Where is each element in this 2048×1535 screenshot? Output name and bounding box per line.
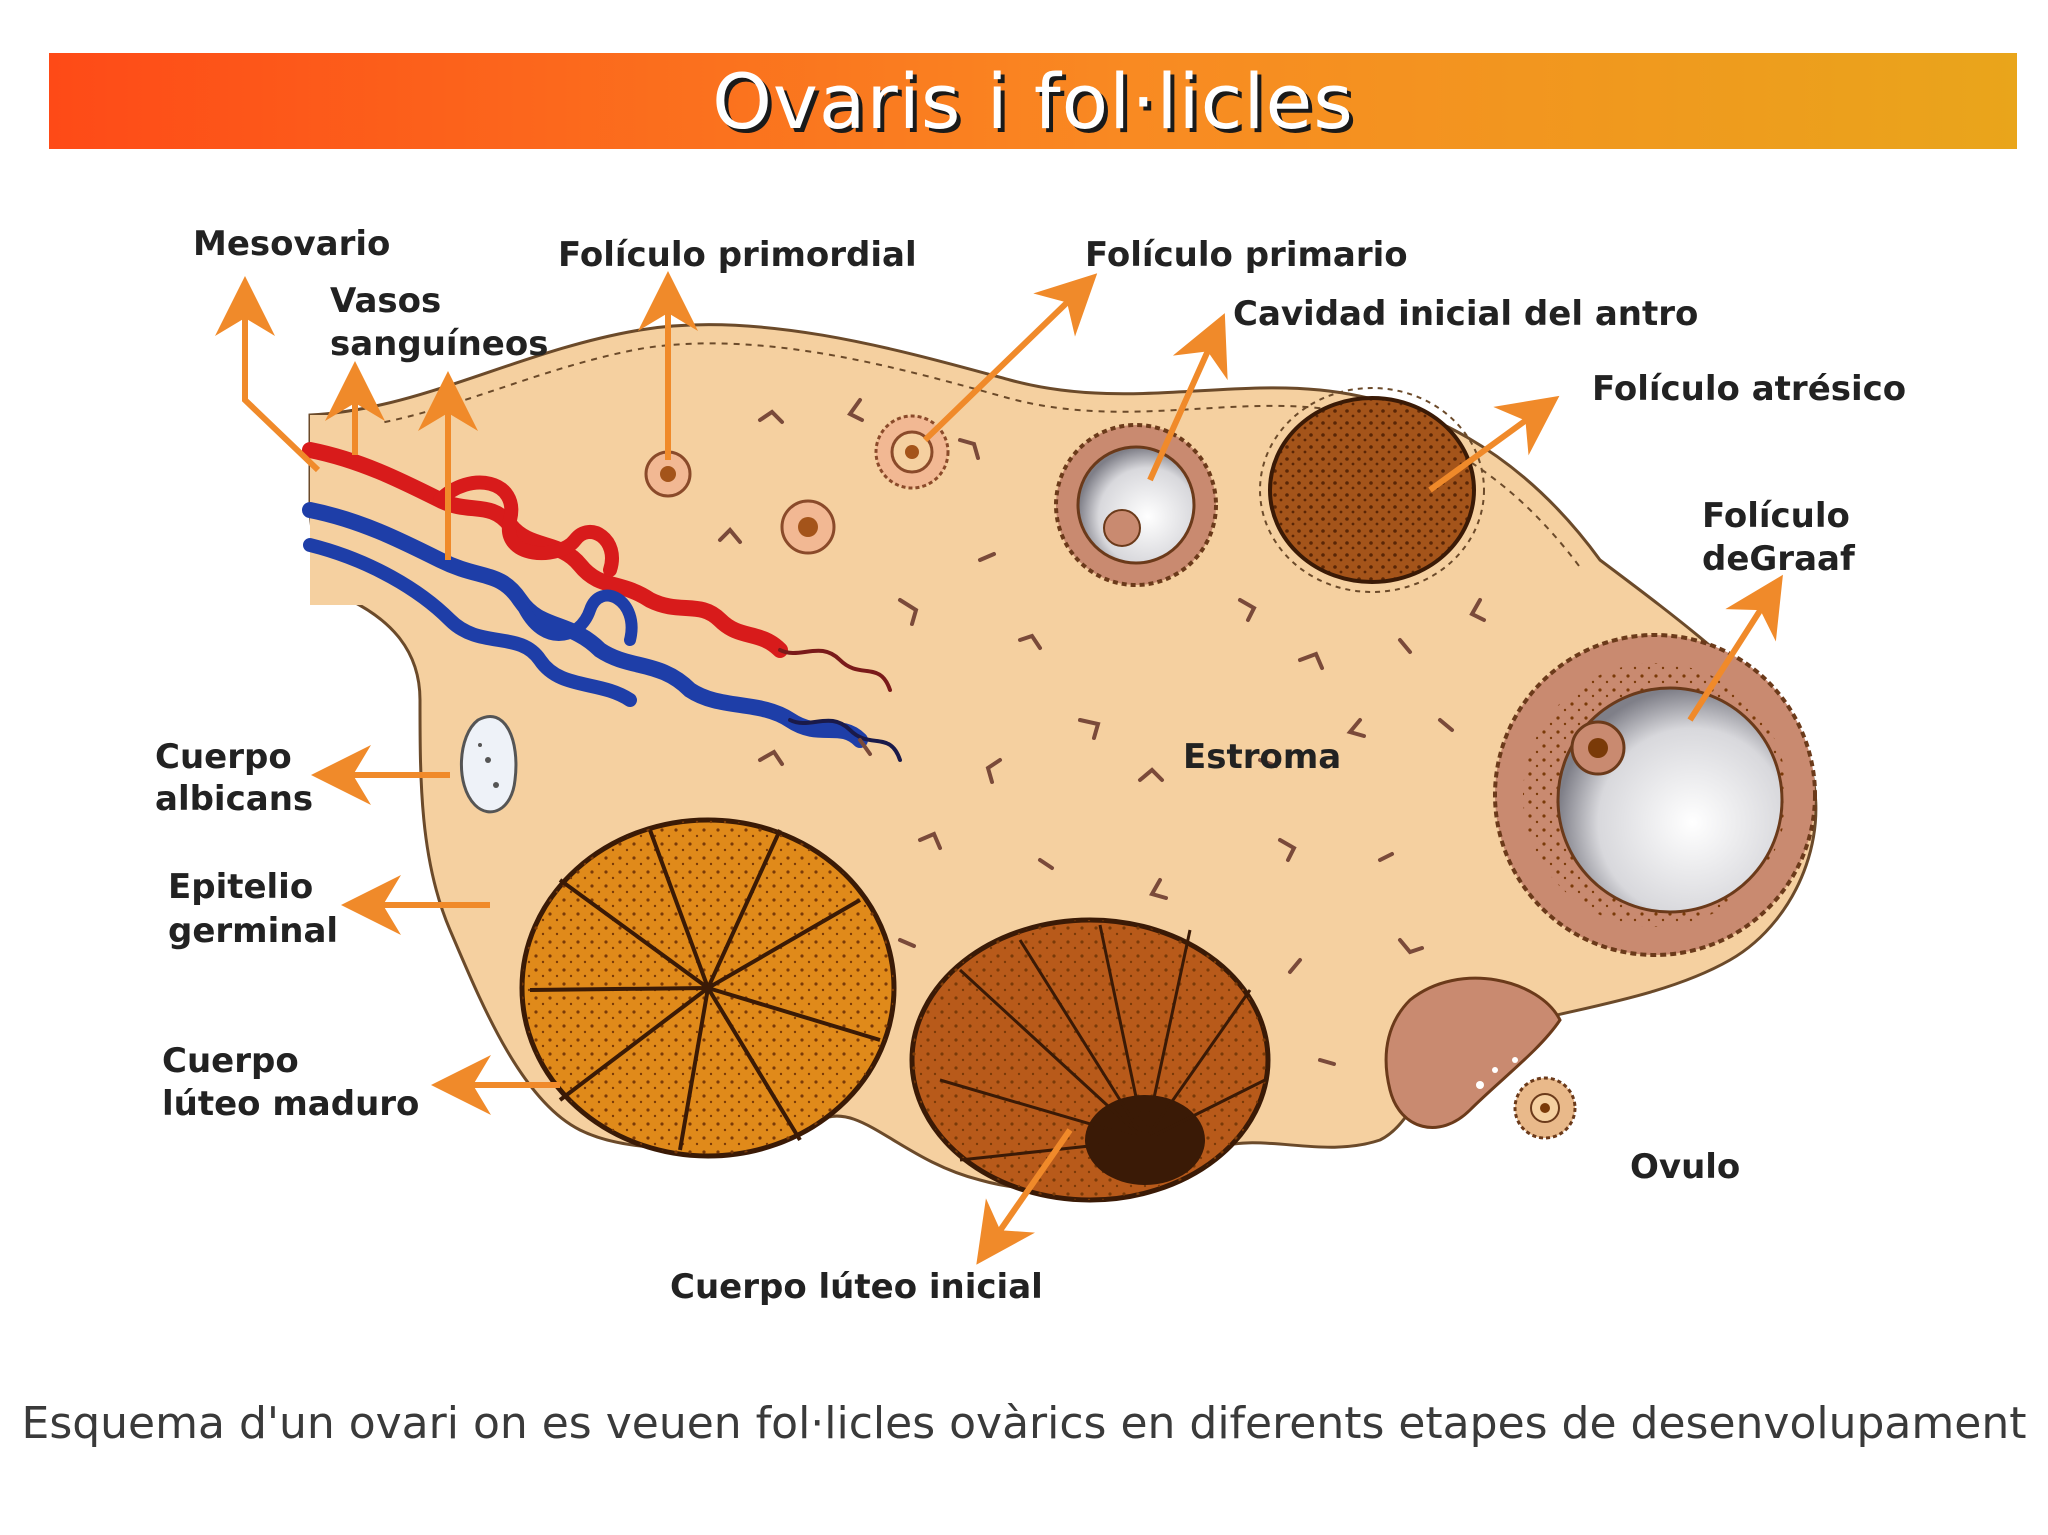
arrow-mesovario: [215, 276, 321, 473]
label-ovulo: Ovulo: [1630, 1147, 1740, 1187]
label-cuerpo-luteo-inicial: Cuerpo lúteo inicial: [670, 1267, 1043, 1307]
blood-vessels: [302, 442, 902, 762]
label-graaf-1: Folículo: [1702, 496, 1850, 536]
label-vasos-1: Vasos: [330, 281, 441, 321]
arrow-luteo-inicial: [976, 1128, 1073, 1265]
label-foliculo-primordial: Folículo primordial: [558, 235, 917, 275]
label-epitelio-2: germinal: [168, 911, 338, 951]
label-cuerpo-albicans-1: Cuerpo: [155, 737, 292, 777]
foliculo-primordial: [644, 450, 692, 498]
cuerpo-albicans: [459, 715, 518, 814]
figure-caption: Esquema d'un ovari on es veuen fol·licle…: [21, 1398, 2027, 1449]
cuerpo-luteo-maduro: [519, 817, 897, 1159]
arrow-antro: [1147, 313, 1228, 482]
label-cavidad-antro: Cavidad inicial del antro: [1233, 294, 1698, 334]
label-vasos-2: sanguíneos: [330, 324, 548, 364]
ovulo: [1513, 1076, 1577, 1140]
label-epitelio-1: Epitelio: [168, 867, 313, 907]
ovulation-rupture: [1384, 976, 1562, 1129]
title-bar: Ovaris i fol·licles: [49, 53, 2017, 149]
label-graaf-2: deGraaf: [1702, 539, 1856, 579]
page-title: Ovaris i fol·licles: [712, 56, 1354, 146]
foliculo-primordial-2: [780, 499, 836, 555]
label-foliculo-primario: Folículo primario: [1085, 235, 1408, 275]
cuerpo-luteo-inicial: [909, 917, 1271, 1203]
label-mesovario: Mesovario: [193, 224, 390, 264]
label-estroma: Estroma: [1183, 737, 1341, 777]
arrow-primario: [922, 273, 1098, 443]
foliculo-atresico: [1259, 387, 1485, 593]
label-foliculo-atresico: Folículo atrésico: [1592, 369, 1906, 409]
cavidad-antro-follicle: [1054, 423, 1218, 587]
arrow-graaf: [1687, 574, 1783, 722]
epitelio-germinal-edge: [324, 342, 1583, 571]
foliculo-de-graaf: [1493, 633, 1817, 957]
label-arrows: [215, 271, 1783, 1265]
label-luteo-maduro-2: lúteo maduro: [162, 1084, 419, 1124]
label-cuerpo-albicans-2: albicans: [155, 779, 313, 819]
label-luteo-maduro-1: Cuerpo: [162, 1041, 299, 1081]
arrow-atresico: [1428, 395, 1560, 493]
